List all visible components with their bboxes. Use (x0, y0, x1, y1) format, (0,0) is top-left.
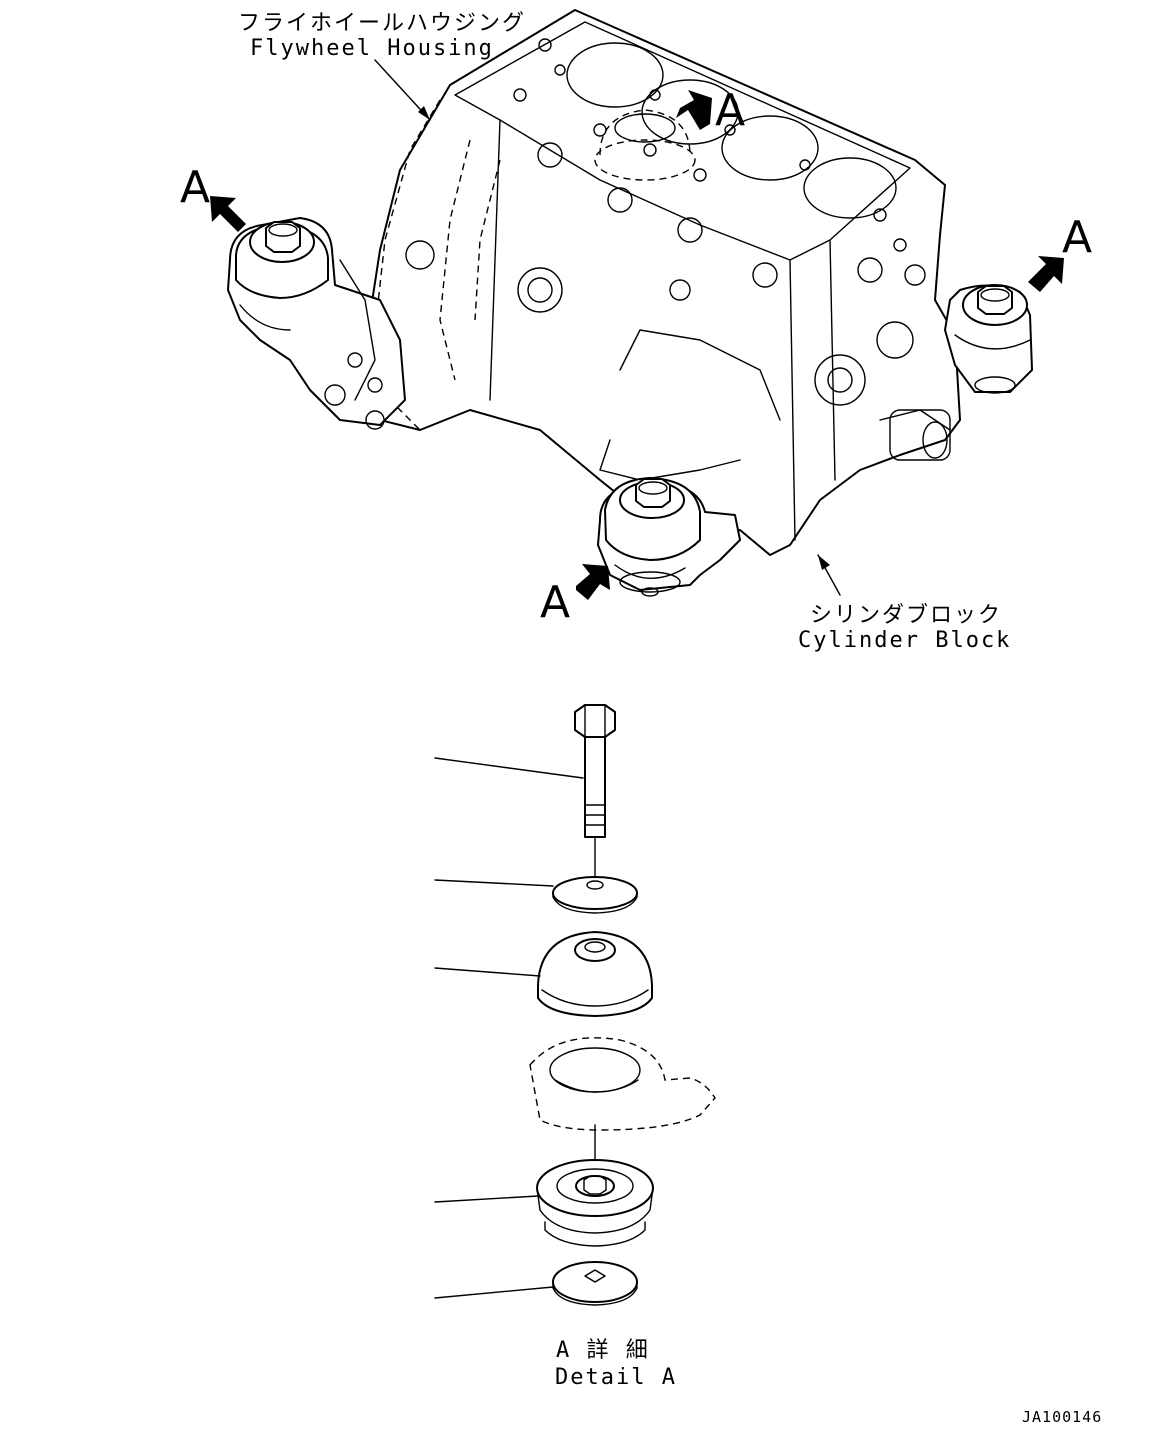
mount-bracket (529, 1037, 716, 1131)
view-marker-top: A (715, 85, 745, 136)
flywheel-housing-label-jp: フライホイールハウジング (238, 11, 526, 36)
lower-washer (552, 1261, 638, 1306)
cylinder-block-label-jp: シリンダブロック (810, 603, 1002, 628)
lower-rubber-cushion (536, 1159, 654, 1247)
arrow-right (1028, 256, 1064, 292)
upper-washer (552, 876, 638, 914)
detail-a-label-en: Detail A (555, 1365, 677, 1390)
view-arrows (210, 90, 1064, 600)
detail-a-exploded-view (434, 704, 716, 1306)
part-leaders (434, 757, 584, 1299)
arrow-bottom (576, 564, 610, 600)
upper-rubber-cushion (537, 931, 653, 1017)
engine-block-illustration (359, 9, 961, 556)
flywheel-housing-label-en: Flywheel Housing (250, 36, 494, 61)
front-engine-mount (597, 477, 741, 597)
view-marker-bottom: A (540, 577, 570, 628)
right-engine-mount (944, 284, 1033, 394)
cylinder-block-label-en: Cylinder Block (798, 628, 1011, 653)
view-marker-right: A (1062, 212, 1092, 263)
left-engine-mount (227, 217, 406, 430)
view-marker-left: A (180, 162, 210, 213)
drawing-number: JA100146 (1022, 1408, 1102, 1426)
label-leaders (374, 59, 841, 596)
detail-a-label-jp: A 詳 細 (556, 1338, 650, 1363)
arrow-left (210, 196, 248, 232)
top-mount-hidden (594, 109, 696, 181)
mount-bolt (574, 704, 616, 838)
arrow-top (676, 90, 712, 130)
